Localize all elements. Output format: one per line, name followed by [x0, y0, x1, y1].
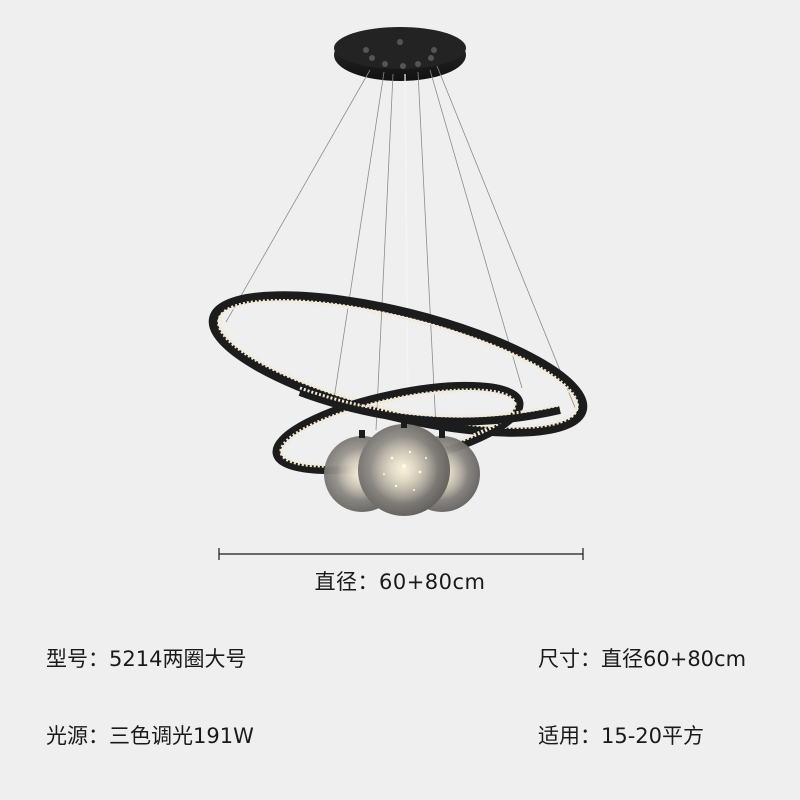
spec-applicable-value: 15-20平方 [601, 724, 705, 748]
pendant-lamp-illustration [208, 27, 588, 516]
spec-model-value: 5214两圈大号 [109, 647, 247, 671]
spec-applicable: 适用：15-20平方 [538, 720, 704, 750]
spec-size-label: 尺寸： [538, 647, 601, 671]
diameter-caption: 直径：60+80cm [314, 570, 486, 594]
spec-model: 型号：5214两圈大号 [46, 643, 246, 673]
suspension-wires [225, 65, 577, 431]
large-ring-front [298, 386, 561, 426]
glass-globes [324, 420, 480, 516]
globe-center [358, 420, 450, 516]
spec-light-source-label: 光源： [46, 724, 109, 748]
spec-model-label: 型号： [46, 647, 109, 671]
spec-light-source: 光源：三色调光191W [46, 720, 254, 750]
ceiling-canopy [334, 27, 466, 81]
spec-size-value: 直径60+80cm [601, 647, 747, 671]
diameter-dimension-line [218, 548, 584, 560]
spec-applicable-label: 适用： [538, 724, 601, 748]
spec-light-source-value: 三色调光191W [109, 724, 254, 748]
spec-size: 尺寸：直径60+80cm [538, 643, 746, 673]
